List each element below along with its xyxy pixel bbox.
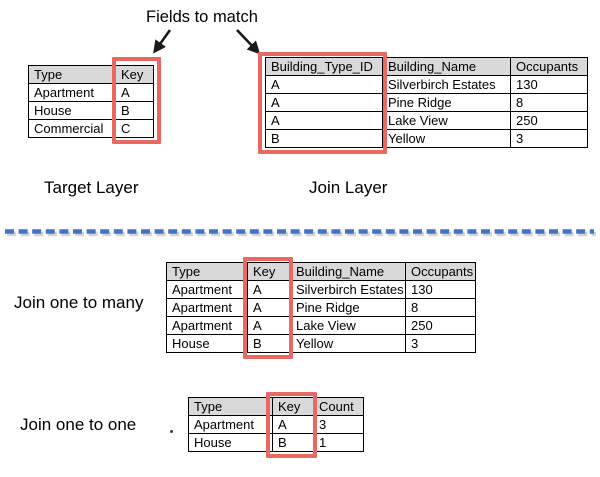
table-cell: Lake View xyxy=(382,111,511,130)
table-cell: Silverbirch Estates xyxy=(290,280,406,299)
join-one-to-many-label: Join one to many xyxy=(14,293,144,312)
table-cell: 130 xyxy=(510,75,588,94)
join-layer-label: Join Layer xyxy=(309,178,388,197)
table-cell: Apartment xyxy=(166,298,248,317)
table-cell: Apartment xyxy=(166,280,248,299)
stray-dot xyxy=(170,430,173,433)
column-header: Occupants xyxy=(405,262,476,281)
target-layer-label: Target Layer xyxy=(44,178,139,197)
column-header: Type xyxy=(188,397,273,416)
table-cell: B xyxy=(265,129,383,148)
table-cell: A xyxy=(272,415,314,434)
column-header: Type xyxy=(166,262,248,281)
table-cell: Pine Ridge xyxy=(382,93,511,112)
table-cell: House xyxy=(188,433,273,452)
column-header: Key xyxy=(272,397,314,416)
arrow-to-join-key-icon xyxy=(236,29,261,55)
join-one-to-one-label: Join one to one xyxy=(20,415,137,434)
table-cell: House xyxy=(28,101,116,120)
column-header: Building_Name xyxy=(290,262,406,281)
table-cell: A xyxy=(247,316,291,335)
table-cell: Commercial xyxy=(28,119,116,138)
fields-to-match-label: Fields to match xyxy=(146,8,258,26)
table-cell: A xyxy=(247,298,291,317)
table-cell: 3 xyxy=(510,129,588,148)
table-cell: 3 xyxy=(405,334,476,353)
table-cell: 8 xyxy=(405,298,476,317)
column-header: Count xyxy=(313,397,364,416)
column-header: Building_Name xyxy=(382,57,511,76)
table-cell: Apartment xyxy=(28,83,116,102)
arrow-to-target-key-icon xyxy=(153,29,172,54)
table-cell: Yellow xyxy=(382,129,511,148)
table-cell: 1 xyxy=(313,433,364,452)
table-cell: B xyxy=(272,433,314,452)
column-header: Type xyxy=(28,65,116,84)
table-cell: A xyxy=(265,93,383,112)
table-cell: B xyxy=(115,101,154,120)
table-cell: A xyxy=(265,111,383,130)
table-cell: A xyxy=(247,280,291,299)
section-divider xyxy=(5,229,596,237)
table-cell: House xyxy=(166,334,248,353)
table-cell: C xyxy=(115,119,154,138)
table-cell: 250 xyxy=(405,316,476,335)
table-cell: Yellow xyxy=(290,334,406,353)
table-cell: Apartment xyxy=(166,316,248,335)
table-cell: 3 xyxy=(313,415,364,434)
table-cell: 250 xyxy=(510,111,588,130)
table-cell: 8 xyxy=(510,93,588,112)
table-cell: Apartment xyxy=(188,415,273,434)
table-cell: A xyxy=(115,83,154,102)
column-header: Building_Type_ID xyxy=(265,57,383,76)
table-cell: A xyxy=(265,75,383,94)
column-header: Key xyxy=(247,262,291,281)
table-cell: Lake View xyxy=(290,316,406,335)
table-cell: B xyxy=(247,334,291,353)
column-header: Occupants xyxy=(510,57,588,76)
table-cell: Pine Ridge xyxy=(290,298,406,317)
table-cell: Silverbirch Estates xyxy=(382,75,511,94)
column-header: Key xyxy=(115,65,154,84)
table-cell: 130 xyxy=(405,280,476,299)
